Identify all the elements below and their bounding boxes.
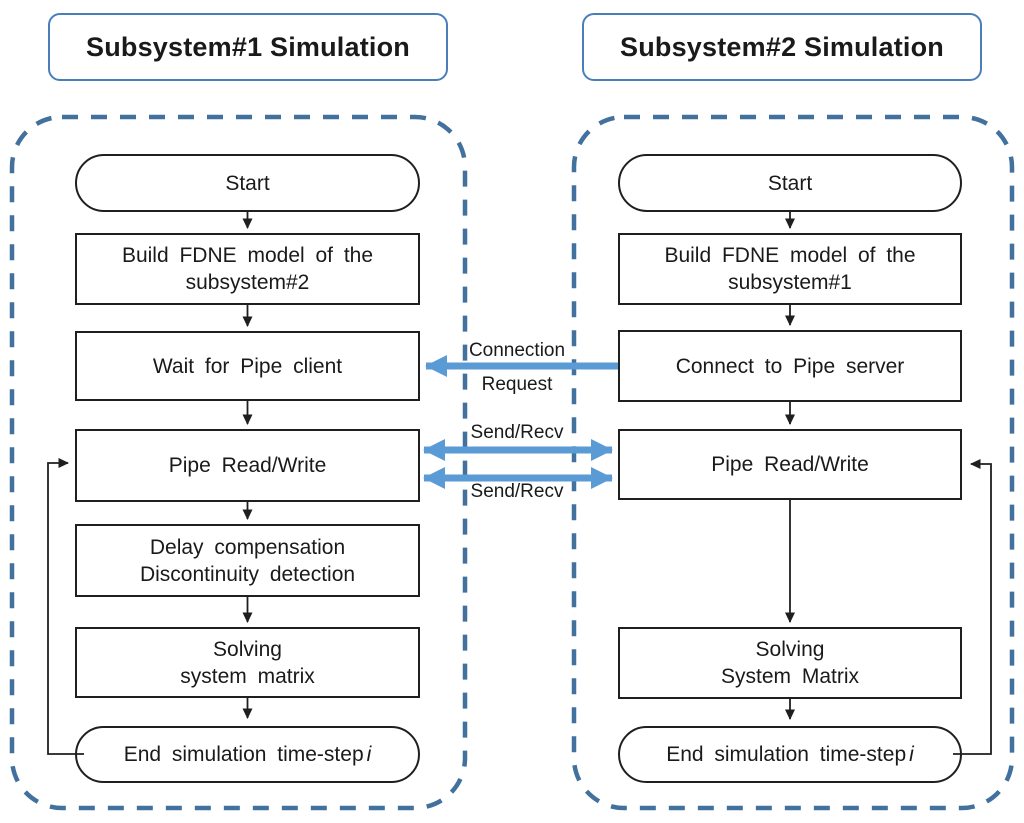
panel2-title-box: Subsystem#2 Simulation	[582, 13, 982, 81]
node-text: Pipe Read/Write	[168, 454, 327, 477]
send-recv-label-bottom: Send/Recv	[470, 481, 564, 502]
node-left-start: Start	[75, 154, 420, 212]
end-index-variable: i	[909, 743, 914, 766]
panel2-flow-arrows	[785, 212, 992, 755]
node-text: Build FDNE model of the	[121, 244, 374, 267]
end-index-variable: i	[366, 743, 372, 766]
node-left-delay-compensation: Delay compensation Discontinuity detecti…	[75, 524, 420, 597]
node-right-solving-matrix: Solving System Matrix	[618, 627, 962, 699]
node-text: Pipe Read/Write	[711, 453, 869, 476]
panel2-title: Subsystem#2 Simulation	[620, 31, 944, 62]
connection-label-bottom: Request	[481, 374, 553, 395]
node-text: Solving	[213, 637, 282, 661]
node-text: subsystem#1	[728, 271, 852, 294]
node-right-start: Start	[618, 154, 962, 212]
node-text: System Matrix	[720, 665, 859, 688]
node-right-pipe-read-write: Pipe Read/Write	[618, 429, 962, 500]
panel1-title-box: Subsystem#1 Simulation	[48, 13, 448, 81]
node-text: Start	[767, 171, 813, 195]
end-label: End simulation time-step	[666, 743, 907, 766]
node-text: Delay compensation	[149, 535, 346, 559]
ipc-arrows	[423, 355, 618, 489]
panel1-flow-arrows	[47, 212, 253, 755]
panel1-dashed-border	[9, 114, 468, 811]
node-left-build-fdne: Build FDNE model of the subsystem#2	[75, 233, 420, 305]
node-text: Wait for Pipe client	[152, 354, 343, 378]
node-text: Start	[225, 171, 270, 195]
node-text: system matrix	[180, 664, 315, 688]
node-right-connect-pipe-server: Connect to Pipe server	[618, 330, 962, 402]
node-left-wait-pipe-client: Wait for Pipe client	[75, 331, 420, 401]
send-recv-label-top: Send/Recv	[470, 422, 564, 443]
node-left-pipe-read-write: Pipe Read/Write	[75, 429, 420, 502]
connection-label-top: Connection	[468, 340, 566, 361]
panel2-dashed-border	[571, 114, 1015, 811]
node-text: Solving	[755, 638, 825, 661]
node-text: Connect to Pipe server	[675, 354, 905, 378]
end-label: End simulation time-step	[123, 743, 364, 766]
panel1-title: Subsystem#1 Simulation	[86, 31, 410, 62]
node-text: Build FDNE model of the	[664, 244, 916, 267]
node-right-build-fdne: Build FDNE model of the subsystem#1	[618, 233, 962, 305]
node-left-solving-matrix: Solving system matrix	[75, 627, 420, 698]
node-text: Discontinuity detection	[139, 562, 356, 586]
panel2-loopback-arrow	[953, 459, 992, 755]
panel1-loopback-arrow	[47, 458, 84, 755]
node-text: subsystem#2	[185, 271, 310, 294]
